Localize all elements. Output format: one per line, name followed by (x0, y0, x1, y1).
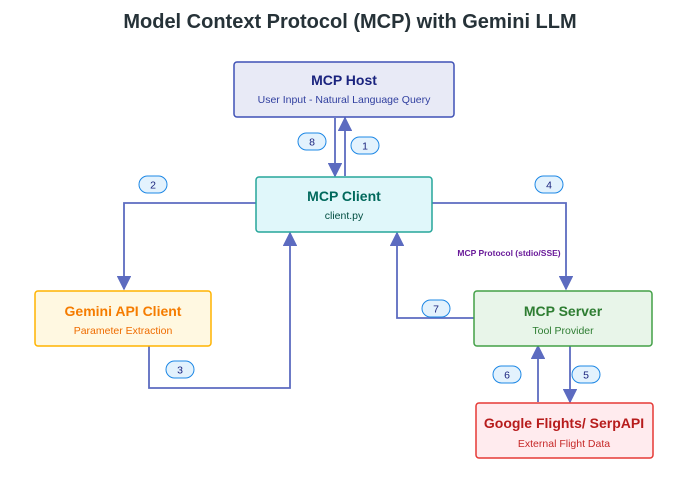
node-title: MCP Client (307, 188, 381, 204)
step-label: 3 (177, 365, 183, 377)
step-badges: 1 2 3 4 5 6 7 8 (138, 132, 601, 384)
step-badge-5: 5 (571, 365, 601, 384)
node-google-flights: Google Flights/ SerpAPI External Flight … (475, 402, 654, 459)
node-subtitle: client.py (325, 210, 364, 222)
connectors (116, 116, 578, 404)
step-badge-8: 8 (297, 132, 327, 151)
node-box (473, 290, 653, 347)
node-subtitle: Parameter Extraction (74, 325, 173, 337)
node-box (233, 61, 455, 118)
node-mcp-server: MCP Server Tool Provider (473, 290, 653, 347)
node-box (34, 290, 212, 347)
step-badge-3: 3 (165, 360, 195, 379)
node-title: MCP Host (311, 72, 377, 88)
step-label: 5 (583, 370, 589, 382)
step-label: 2 (150, 180, 156, 192)
step-badge-1: 1 (350, 136, 380, 155)
diagram-title: Model Context Protocol (MCP) with Gemini… (123, 11, 576, 33)
step-badge-2: 2 (138, 175, 168, 194)
step-badge-6: 6 (492, 365, 522, 384)
step-badge-7: 7 (421, 299, 451, 318)
arrow-server-to-client (389, 231, 474, 319)
step-label: 4 (546, 180, 552, 192)
step-label: 8 (309, 137, 315, 149)
step-badge-4: 4 (534, 175, 564, 194)
node-subtitle: External Flight Data (518, 438, 610, 450)
node-subtitle: User Input - Natural Language Query (258, 94, 432, 106)
node-mcp-host: MCP Host User Input - Natural Language Q… (233, 61, 455, 118)
protocol-label: MCP Protocol (stdio/SSE) (457, 248, 560, 258)
arrow-client-to-server (432, 202, 574, 291)
arrow-gemini-to-client (148, 231, 298, 389)
node-mcp-client: MCP Client client.py (255, 176, 433, 233)
node-title: Gemini API Client (65, 303, 182, 319)
node-box (255, 176, 433, 233)
node-subtitle: Tool Provider (532, 325, 594, 337)
node-gemini-api-client: Gemini API Client Parameter Extraction (34, 290, 212, 347)
step-label: 1 (362, 141, 368, 153)
node-title: MCP Server (524, 303, 603, 319)
node-title: Google Flights/ SerpAPI (484, 415, 644, 431)
arrow-client-to-gemini (116, 202, 256, 291)
node-box (475, 402, 654, 459)
step-label: 7 (433, 304, 439, 316)
step-label: 6 (504, 370, 510, 382)
